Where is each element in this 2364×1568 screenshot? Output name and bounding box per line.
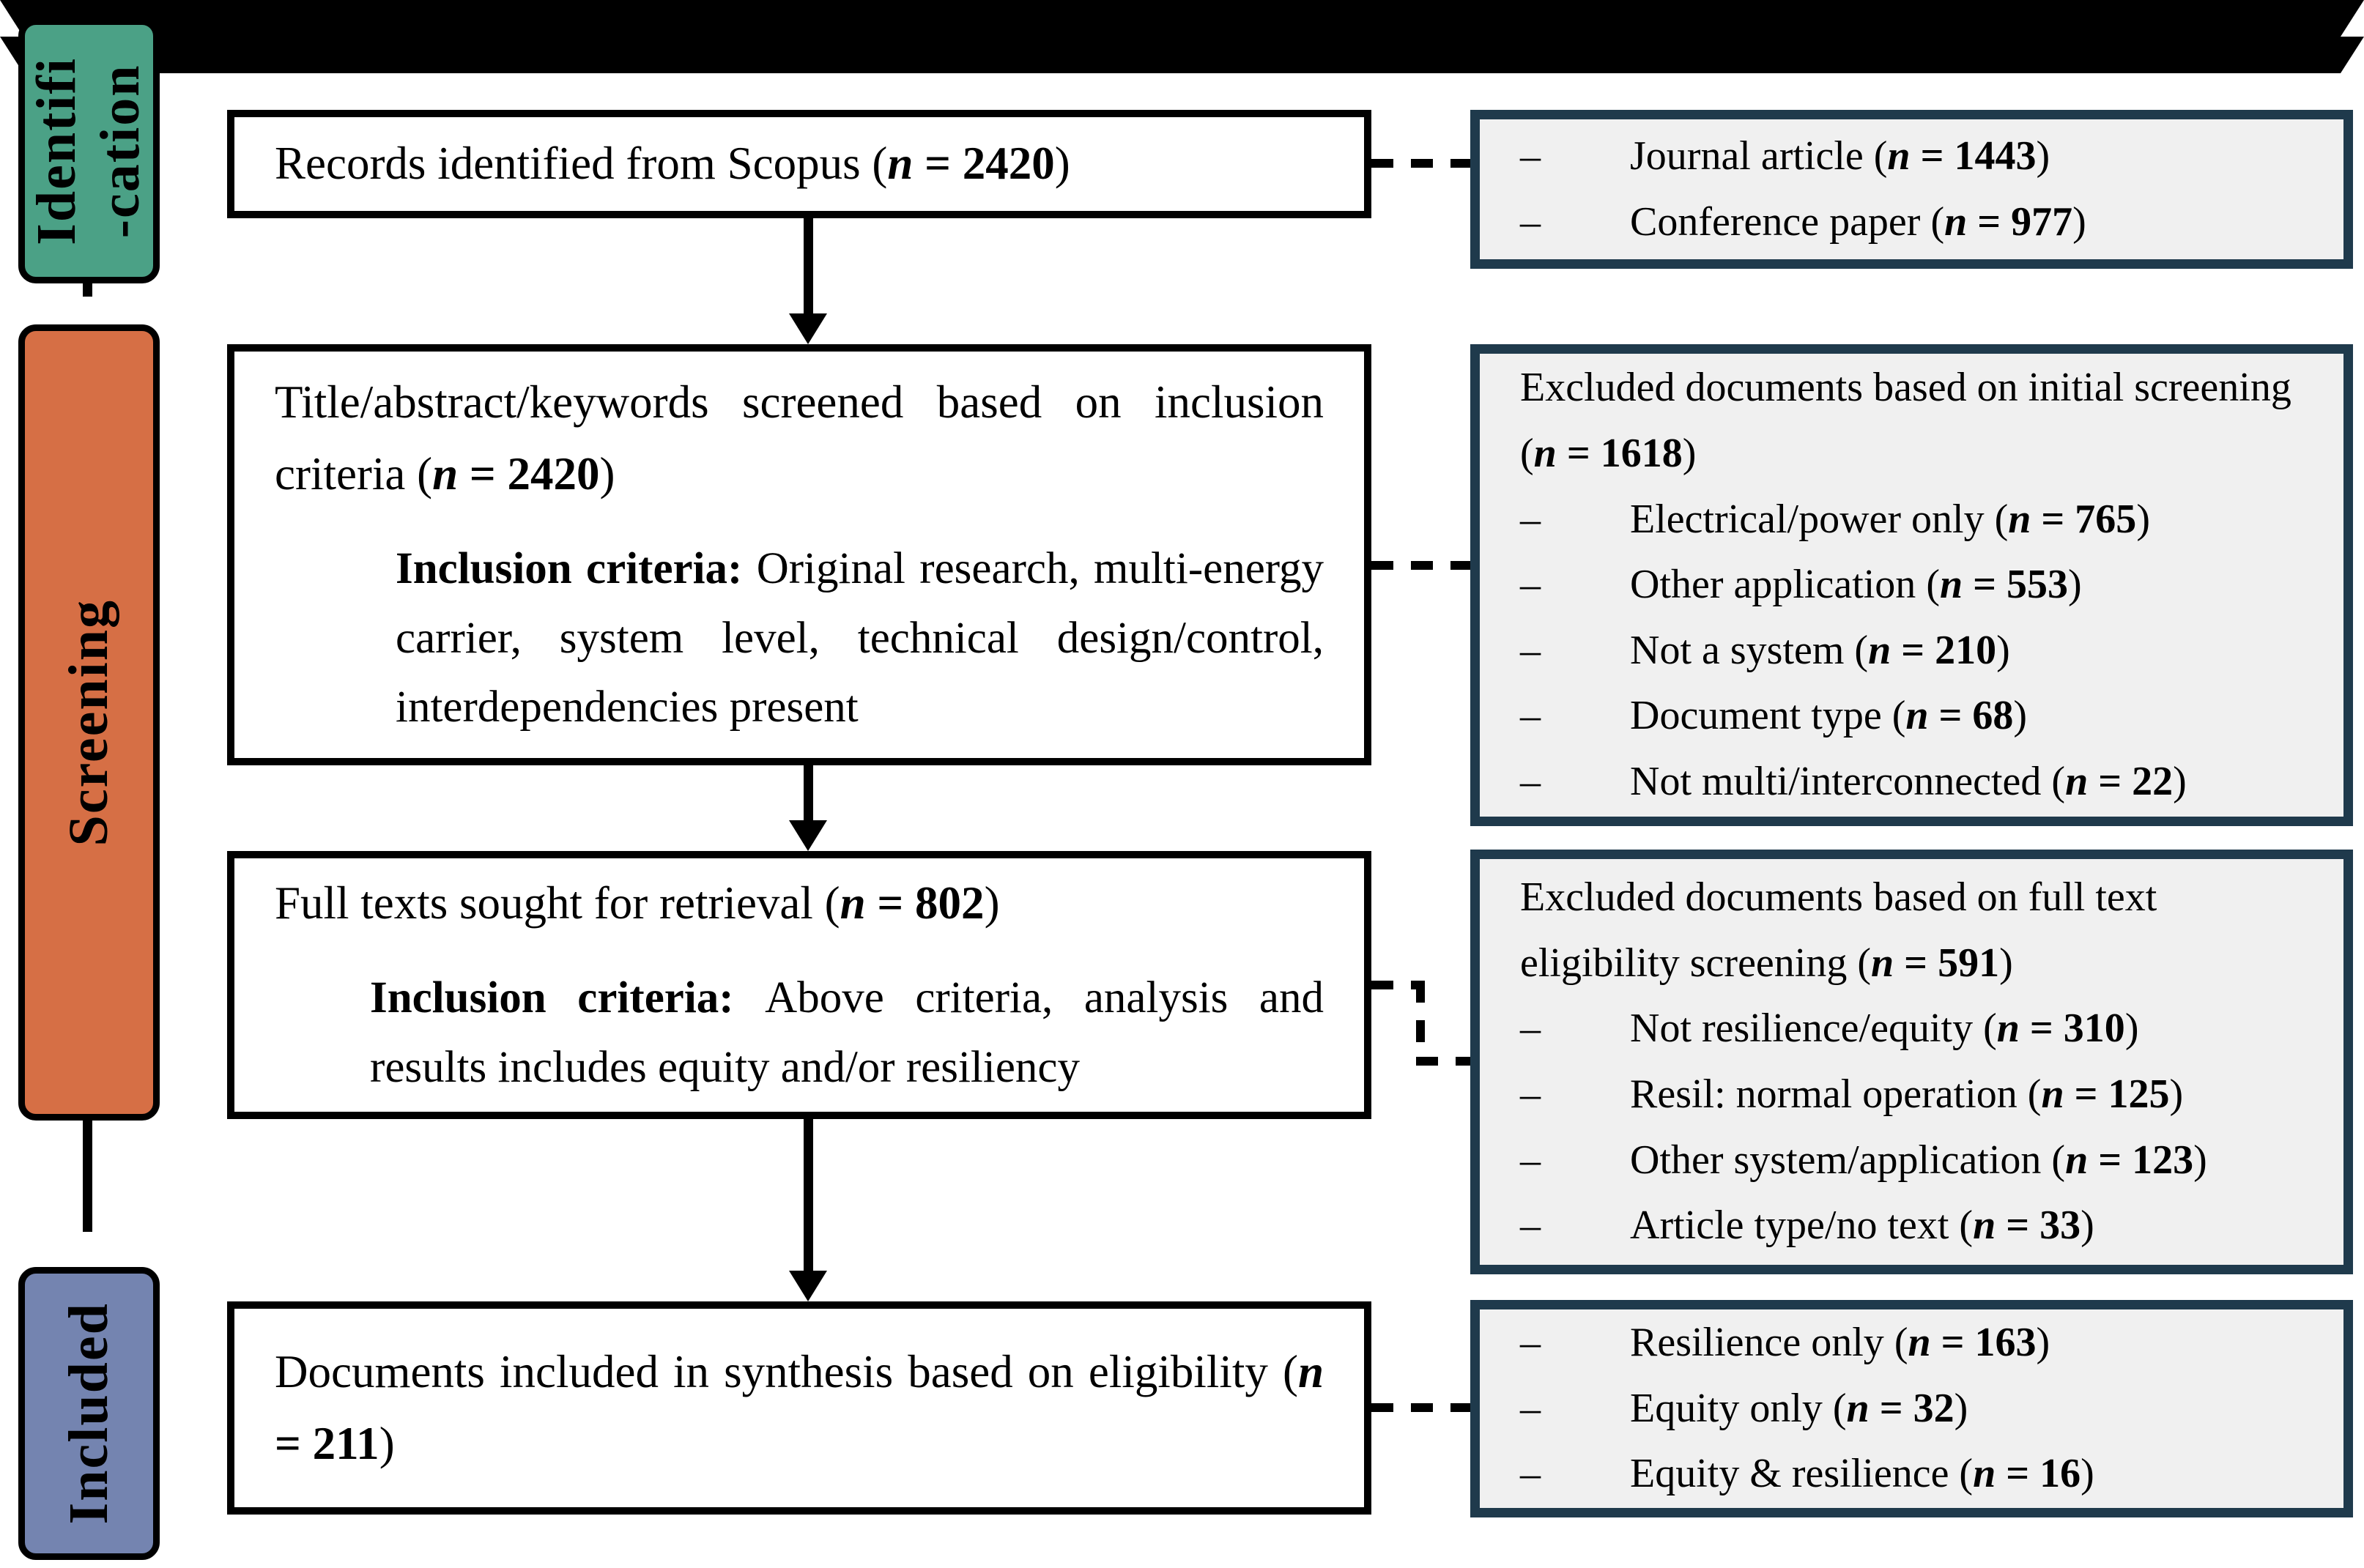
dashed-connector-fulltext-seg2 [1416, 981, 1425, 1066]
dash-bullet: – [1520, 1385, 1541, 1431]
list-item-text: Other system/application (n = 123) [1630, 1137, 2207, 1183]
flow-box-title-abstract-screened: Title/abstract/keywords screened based o… [227, 344, 1371, 765]
stage-label-identification: Identifi -cation [26, 56, 152, 245]
list-item-text: Journal article (n = 1443) [1630, 133, 2050, 179]
box-title: Documents included in synthesis based on… [275, 1345, 1324, 1469]
box-title: Title/abstract/keywords screened based o… [275, 376, 1324, 499]
list-item-text: Resil: normal operation (n = 125) [1630, 1071, 2184, 1117]
dash-bullet: – [1520, 1006, 1541, 1052]
box-title: Full texts sought for retrieval (n = 802… [275, 877, 1000, 929]
arrow-shaft-identification-to-screening [83, 283, 92, 297]
list-item: – Journal article (n = 1443) [1520, 124, 2314, 190]
dash-bullet: – [1520, 496, 1541, 542]
list-item: – Equity only (n = 32) [1520, 1376, 2314, 1442]
dashed-connector-records [1371, 159, 1470, 168]
arrow-head-identification-to-screening [0, 0, 2364, 37]
flow-box-full-texts-sought: Full texts sought for retrieval (n = 802… [227, 851, 1371, 1119]
stage-label-screening: Screening [57, 598, 119, 847]
detail-box-record-types: – Journal article (n = 1443) – Conference p… [1470, 110, 2353, 269]
list-item-text: Resilience only (n = 163) [1630, 1320, 2050, 1366]
list-item: – Not resilience/equity (n = 310) [1520, 996, 2314, 1062]
dash-bullet: – [1520, 1320, 1541, 1366]
list-item: – Other system/application (n = 123) [1520, 1128, 2314, 1194]
stage-label-included: Included [57, 1302, 119, 1525]
list-item-text: Document type (n = 68) [1630, 693, 2028, 739]
dash-bullet: – [1520, 758, 1541, 804]
dash-bullet: – [1520, 133, 1541, 179]
arrow-shaft-box2-to-box3 [804, 765, 813, 822]
list-item-text: Equity only (n = 32) [1630, 1385, 1968, 1431]
detail-box-included-breakdown: – Resilience only (n = 163) – Equity only (… [1470, 1300, 2353, 1517]
dash-bullet: – [1520, 198, 1541, 245]
arrow-shaft-screening-to-included [83, 1121, 92, 1232]
arrow-head-box2-to-box3 [789, 820, 827, 851]
dashed-connector-included [1371, 1403, 1470, 1412]
dashed-connector-initial-screening [1371, 561, 1470, 570]
detail-box-excluded-fulltext-screening: Excluded documents based on full text el… [1470, 850, 2353, 1274]
dash-bullet: – [1520, 1451, 1541, 1497]
stage-box-identification: Identifi -cation [18, 18, 160, 283]
list-item: – Article type/no text (n = 33) [1520, 1193, 2314, 1259]
list-item: – Other application (n = 553) [1520, 552, 2314, 618]
box-criteria: Inclusion criteria: Original research, m… [396, 544, 1324, 732]
list-item-text: Not resilience/equity (n = 310) [1630, 1006, 2139, 1052]
detail-box-header: Excluded documents based on initial scre… [1520, 365, 2291, 477]
list-item-text: Equity & resilience (n = 16) [1630, 1451, 2094, 1497]
list-item: – Not multi/interconnected (n = 22) [1520, 749, 2314, 815]
stage-box-screening: Screening [18, 324, 160, 1121]
list-item-text: Conference paper (n = 977) [1630, 198, 2086, 245]
dash-bullet: – [1520, 1203, 1541, 1249]
list-item: – Not a system (n = 210) [1520, 618, 2314, 684]
list-item: – Resilience only (n = 163) [1520, 1310, 2314, 1376]
list-item-text: Electrical/power only (n = 765) [1630, 496, 2150, 542]
list-item-text: Not a system (n = 210) [1630, 627, 2010, 673]
dash-bullet: – [1520, 562, 1541, 608]
flow-box-documents-included: Documents included in synthesis based on… [227, 1301, 1371, 1515]
excluded-items-list: – Not resilience/equity (n = 310) – Resil: … [1520, 996, 2314, 1258]
list-item: – Conference paper (n = 977) [1520, 190, 2314, 256]
box-title: Records identified from Scopus (n = 2420… [275, 138, 1070, 190]
arrow-shaft-box3-to-box4 [804, 1119, 813, 1272]
stage-box-included: Included [18, 1267, 160, 1560]
arrow-head-box3-to-box4 [789, 1271, 827, 1301]
list-item: – Document type (n = 68) [1520, 683, 2314, 749]
list-item: – Electrical/power only (n = 765) [1520, 487, 2314, 553]
detail-box-header: Excluded documents based on full text el… [1520, 874, 2157, 986]
detail-box-excluded-initial-screening: Excluded documents based on initial scre… [1470, 344, 2353, 826]
arrow-shaft-box1-to-box2 [804, 218, 813, 315]
list-item-text: Not multi/interconnected (n = 22) [1630, 758, 2187, 804]
box-criteria: Inclusion criteria: Above criteria, anal… [370, 973, 1324, 1092]
flow-box-records-identified: Records identified from Scopus (n = 2420… [227, 110, 1371, 218]
dash-bullet: – [1520, 1137, 1541, 1183]
list-item-text: Article type/no text (n = 33) [1630, 1203, 2094, 1249]
list-item-text: Other application (n = 553) [1630, 562, 2082, 608]
dash-bullet: – [1520, 1071, 1541, 1117]
excluded-items-list: – Electrical/power only (n = 765) – Other a… [1520, 487, 2314, 815]
dashed-connector-fulltext-seg1 [1371, 981, 1425, 989]
arrow-head-screening-to-included [0, 37, 2364, 73]
excluded-items-list: – Journal article (n = 1443) – Conference p… [1520, 124, 2314, 255]
list-item: – Resil: normal operation (n = 125) [1520, 1062, 2314, 1128]
excluded-items-list: – Resilience only (n = 163) – Equity only (… [1520, 1310, 2314, 1507]
dash-bullet: – [1520, 627, 1541, 673]
dash-bullet: – [1520, 693, 1541, 739]
dashed-connector-fulltext-seg3 [1416, 1057, 1470, 1066]
list-item: – Equity & resilience (n = 16) [1520, 1441, 2314, 1507]
arrow-head-box1-to-box2 [789, 313, 827, 344]
